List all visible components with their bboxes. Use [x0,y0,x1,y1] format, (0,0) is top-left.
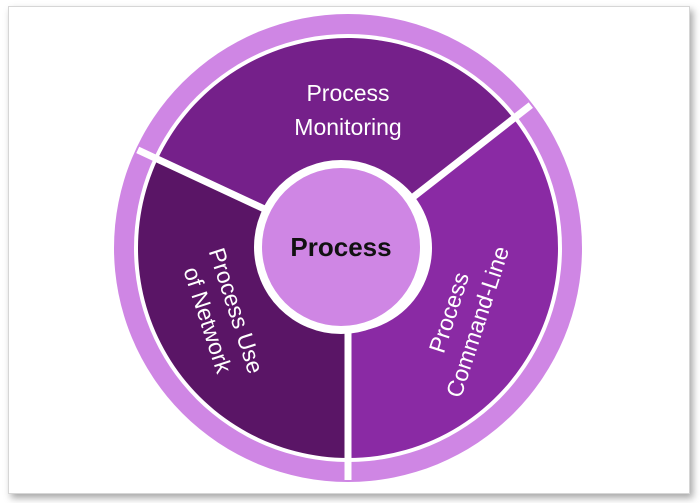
segment-process-monitoring [157,38,514,213]
segment-process-use-of-network [138,159,348,458]
separator-left [136,146,276,217]
center-circle [262,168,420,326]
segment-label-monitoring-line2: Monitoring [294,114,401,140]
segment-label-monitoring-line1: Process [306,80,389,106]
segment-process-command-line [348,118,559,458]
center-label: Process [290,232,391,262]
separator-right [410,102,533,201]
